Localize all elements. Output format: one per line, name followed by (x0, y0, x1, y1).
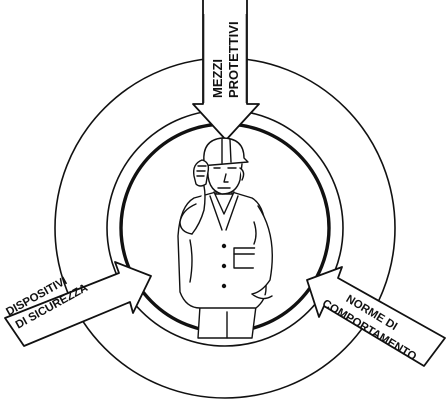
arrow-mezzi-protettivi: MEZZI PROTETTIVI (192, 0, 260, 141)
worker-with-hard-hat-icon (177, 137, 273, 339)
arrow-norme-comportamento: NORME DI COMPORTAMENTO (306, 266, 446, 367)
arrow-dispositivi-sicurezza: DISPOSITIVI DI SICUREZZA (4, 261, 152, 347)
arrow-top-line1: MEZZI (210, 59, 225, 98)
arrow-top-line2: PROTETTIVI (226, 21, 241, 98)
